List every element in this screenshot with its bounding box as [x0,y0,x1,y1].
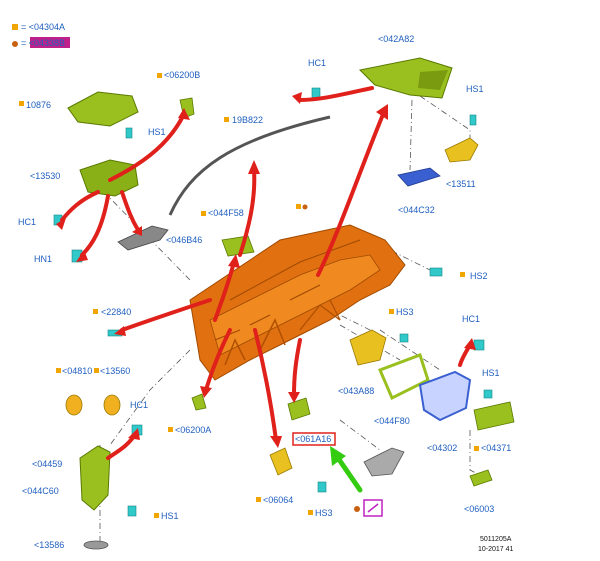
label-13530: <13530 [30,171,60,181]
label-043A88: <043A88 [338,386,374,396]
label-044C32: <044C32 [398,205,435,215]
label-22840: <22840 [101,307,131,317]
label-04810: <04810 [62,366,92,376]
label-13560: <13560 [100,366,130,376]
label-hc1-lower: HC1 [130,400,148,410]
label-044C60: <044C60 [22,486,59,496]
label-hs1-right-top: HS1 [466,84,484,94]
label-13511: <13511 [446,179,476,189]
fastener-hs1-bottom [127,505,137,517]
label-06200B: <06200B [164,70,200,80]
part-04302 [418,370,472,422]
legend-redacted-box [30,37,70,48]
label-hs3-mid: HS3 [396,307,414,317]
label-042A82: <042A82 [378,34,414,44]
part-04810 [65,394,83,416]
part-044F80 [378,353,430,401]
label-hs1-bottom: HS1 [161,511,179,521]
label-06200A: <06200A [175,425,211,435]
part-04459 [79,445,111,511]
square-markers [19,73,479,518]
green-callout-arrow [330,446,363,493]
rail-19B822 [168,115,331,216]
label-hs1-left-top: HS1 [148,127,166,137]
footer-ref: 5011205A [480,536,512,543]
highlight-box-061A16 [292,432,336,446]
part-044F58 [221,235,255,257]
legend-row-2: = <04338B [21,38,65,48]
label-hs3-bottom: HS3 [315,508,333,518]
label-13586: <13586 [34,540,64,550]
fastener-hs3-bottom [317,481,327,493]
part-13511 [444,137,479,163]
part-13530 [79,159,139,197]
part-06003 [469,469,493,487]
label-10876: 10876 [26,100,51,110]
fastener-hs1-left-top [125,127,133,139]
label-hs2: HS2 [470,271,488,281]
label-hc1-top: HC1 [308,58,326,68]
legend-row-1: = <04304A [21,22,65,32]
fastener-hs1-right-top [469,114,477,126]
label-hc1-left: HC1 [18,217,36,227]
dot-marker-icon [354,506,360,512]
label-hn1: HN1 [34,254,52,264]
label-061A16: <061A16 [295,434,331,444]
part-06064 [269,447,293,476]
part-13586 [83,540,109,550]
part-061A16 [287,397,311,421]
part-04371 [473,401,515,431]
dot-marker-icon [12,41,18,47]
label-044F80: <044F80 [374,416,410,426]
label-04371: <04371 [481,443,511,453]
footer-date: 10-2017 41 [478,546,514,553]
part-043A88 [349,329,387,366]
legend: = <04304A = <04338B [12,22,70,48]
pen-icon [354,499,383,517]
label-06064: <06064 [263,495,293,505]
fastener-hs2 [429,267,443,277]
label-06003: <06003 [464,504,494,514]
part-042A82 [358,57,453,99]
part-10876 [67,91,139,127]
fastener-hs3-mid [399,333,409,343]
part-labels: <042A82 HC1 HS1 <13511 <044C32 <06200B 1… [18,34,511,550]
fastener-hs1-right-mid [483,389,493,399]
label-hc1-right: HC1 [462,314,480,324]
red-arrows [56,86,476,460]
label-04459: <04459 [32,459,62,469]
square-marker-icon [12,24,18,30]
label-04302: <04302 [427,443,457,453]
label-044F58: <044F58 [208,208,244,218]
label-hs1-right-mid: HS1 [482,368,500,378]
instrument-panel [189,224,406,381]
label-19B822: 19B822 [232,115,263,125]
part-044C32 [397,167,441,187]
part-06200A [191,393,207,411]
part-13560 [103,394,121,416]
fasteners [53,87,493,517]
fastener-hc1-top [311,87,321,99]
part-046B46 [117,225,169,251]
part-grey-trim [363,447,405,477]
label-046B46: <046B46 [166,235,202,245]
